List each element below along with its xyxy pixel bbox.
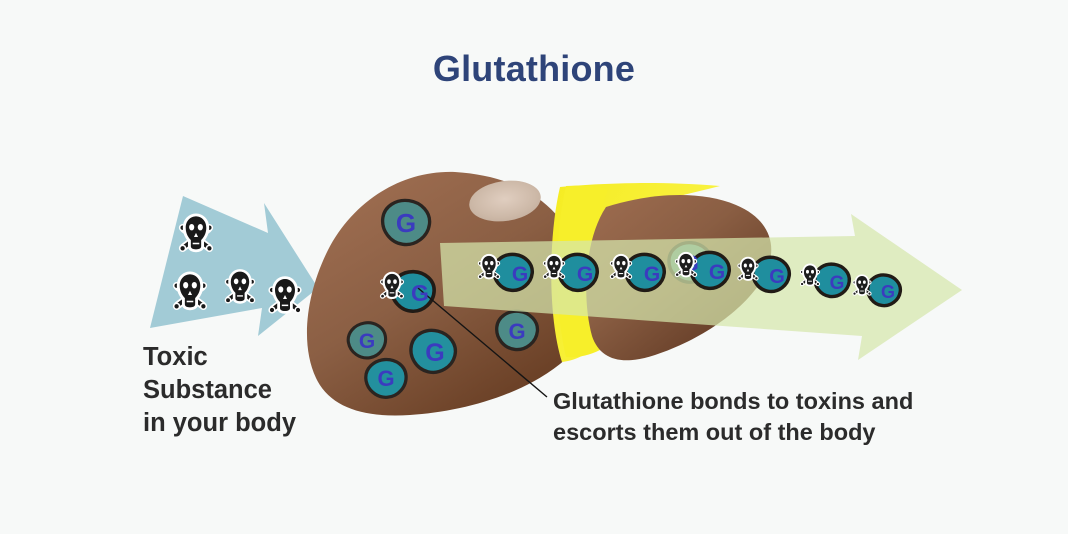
page-title: Glutathione bbox=[432, 48, 636, 89]
svg-text:G: G bbox=[508, 319, 525, 344]
bound-skulls bbox=[380, 254, 872, 299]
svg-text:G: G bbox=[396, 208, 416, 238]
liver-highlight bbox=[469, 180, 541, 222]
svg-text:G: G bbox=[881, 282, 895, 302]
toxic-label-line-2: Substance bbox=[143, 376, 272, 405]
toxic-label-line-3: in your body bbox=[143, 409, 296, 438]
svg-text:G: G bbox=[377, 366, 394, 391]
escort-caption: Glutathione bonds to toxins and escorts … bbox=[553, 386, 983, 448]
svg-text:G: G bbox=[411, 280, 429, 306]
svg-text:G: G bbox=[709, 261, 725, 284]
toxic-substance-label: Toxic Substance in your body bbox=[143, 341, 373, 440]
toxic-label-line-1: Toxic bbox=[143, 343, 208, 371]
escort-caption-line-2: escorts them out of the body bbox=[553, 419, 876, 446]
svg-text:G: G bbox=[644, 263, 660, 286]
svg-text:G: G bbox=[512, 263, 528, 286]
toxic-arrow-skulls bbox=[173, 216, 302, 313]
svg-text:G: G bbox=[769, 266, 785, 288]
bound-molecule-letters: G G G G G G G G bbox=[411, 261, 895, 306]
escort-caption-line-1: Glutathione bonds to toxins and bbox=[553, 388, 914, 414]
svg-text:G: G bbox=[577, 263, 593, 286]
svg-text:G: G bbox=[359, 330, 375, 353]
leader-line bbox=[417, 287, 548, 398]
svg-text:G: G bbox=[425, 339, 444, 367]
svg-text:G: G bbox=[830, 273, 845, 294]
free-molecule-letters: G G G G G G bbox=[359, 208, 699, 391]
